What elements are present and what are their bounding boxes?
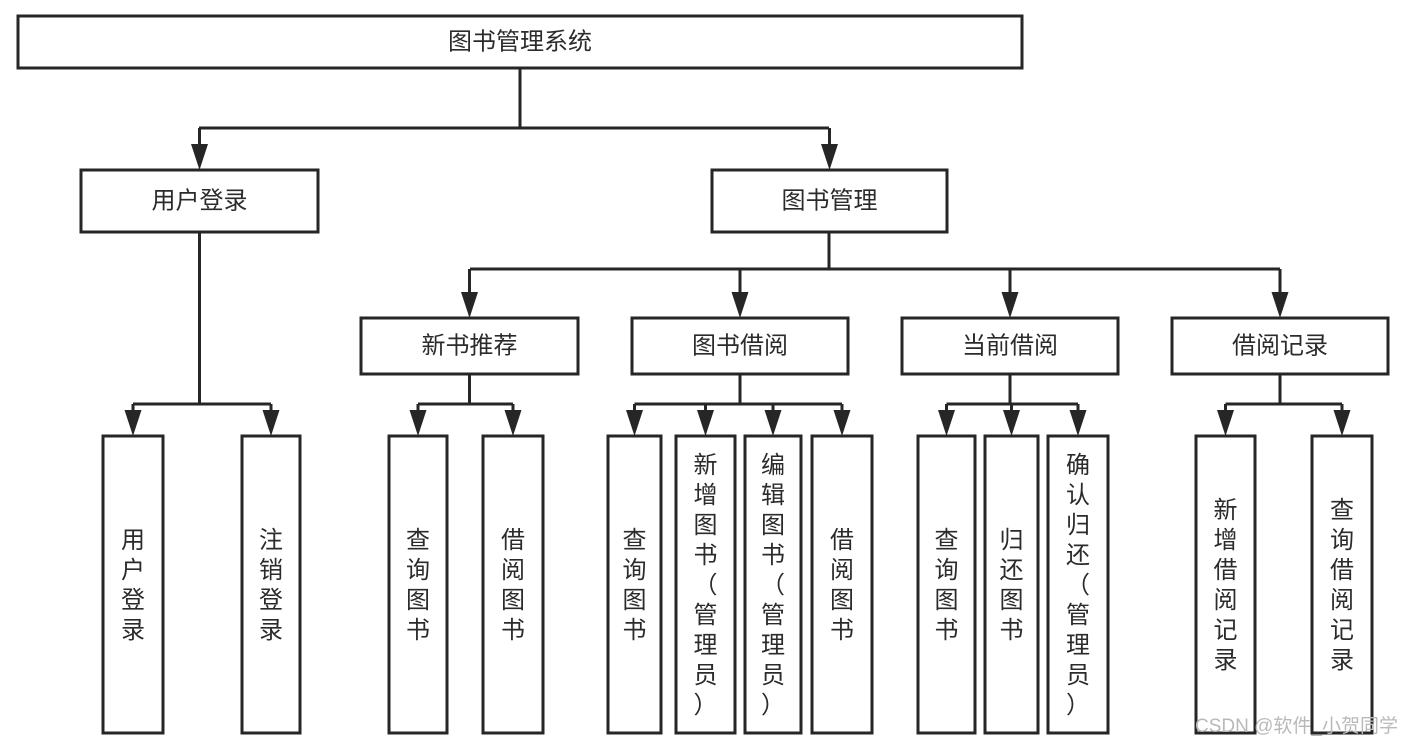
node-label-leaf-query-record: 查询借阅记录 [1330, 497, 1354, 674]
node-label-root: 图书管理系统 [448, 28, 592, 55]
node-label-leaf-confirm-return: 确认归还（管理员） [1066, 452, 1090, 719]
arrow-to-leaf-borrow-book-2-arrowhead [833, 410, 851, 436]
node-box-leaf-edit-book[interactable] [743, 434, 803, 735]
csdn-watermark: CSDN @软件_小贺同学 [1195, 715, 1398, 737]
connector-layer [124, 68, 1351, 436]
node-label-leaf-borrow-book-2: 借阅图书 [830, 527, 854, 644]
node-leaf-confirm-return[interactable]: 确认归还（管理员） [1046, 434, 1110, 735]
node-leaf-edit-book[interactable]: 编辑图书（管理员） [743, 434, 803, 735]
node-leaf-query-record[interactable]: 查询借阅记录 [1310, 434, 1374, 735]
node-label-borrow-record: 借阅记录 [1232, 332, 1328, 359]
node-leaf-add-record[interactable]: 新增借阅记录 [1194, 434, 1257, 735]
node-label-leaf-add-book: 新增图书（管理员） [694, 452, 718, 719]
arrow-to-leaf-user-login-arrowhead [124, 410, 142, 436]
node-leaf-query-book-2[interactable]: 查询图书 [606, 434, 663, 735]
node-book-borrow[interactable]: 图书借阅 [630, 316, 850, 376]
arrow-to-leaf-query-record-arrowhead [1333, 410, 1351, 436]
node-label-user-login: 用户登录 [152, 187, 248, 214]
node-current-borrow[interactable]: 当前借阅 [900, 316, 1120, 376]
node-box-leaf-return-book[interactable] [983, 434, 1040, 735]
node-leaf-borrow-book-1[interactable]: 借阅图书 [481, 434, 545, 735]
arrow-to-leaf-query-book-3-arrowhead [938, 410, 955, 436]
node-box-leaf-user-login[interactable] [101, 434, 165, 735]
arrow-to-current-borrow-arrowhead [1001, 292, 1019, 318]
node-box-user-login[interactable] [79, 168, 320, 234]
node-box-leaf-add-book[interactable] [674, 434, 737, 735]
node-layer: 图书管理系统用户登录图书管理新书推荐图书借阅当前借阅借阅记录用户登录注销登录查询… [16, 14, 1390, 735]
node-leaf-add-book[interactable]: 新增图书（管理员） [674, 434, 737, 735]
arrow-to-borrow-record-arrowhead [1271, 292, 1289, 318]
arrow-to-leaf-return-book-arrowhead [1003, 410, 1020, 436]
node-box-leaf-query-record[interactable] [1310, 434, 1374, 735]
node-box-leaf-confirm-return[interactable] [1046, 434, 1110, 735]
node-leaf-return-book[interactable]: 归还图书 [983, 434, 1040, 735]
node-label-new-book-recommend: 新书推荐 [422, 332, 518, 359]
node-user-login[interactable]: 用户登录 [79, 168, 320, 234]
arrow-to-leaf-add-book-arrowhead [697, 410, 714, 436]
arrow-to-leaf-borrow-book-1-arrowhead [504, 410, 522, 436]
node-box-new-book-recommend[interactable] [359, 316, 580, 376]
node-new-book-recommend[interactable]: 新书推荐 [359, 316, 580, 376]
node-box-leaf-query-book-2[interactable] [606, 434, 663, 735]
arrow-to-new-book-recommend-arrowhead [461, 292, 478, 318]
node-root[interactable]: 图书管理系统 [16, 14, 1024, 70]
node-label-leaf-return-book: 归还图书 [1000, 527, 1024, 644]
node-leaf-logout[interactable]: 注销登录 [240, 434, 302, 735]
node-leaf-user-login[interactable]: 用户登录 [101, 434, 165, 735]
node-leaf-query-book-1[interactable]: 查询图书 [387, 434, 449, 735]
arrow-to-book-management-arrowhead [821, 144, 838, 170]
node-leaf-query-book-3[interactable]: 查询图书 [916, 434, 977, 735]
node-box-leaf-query-book-3[interactable] [916, 434, 977, 735]
node-label-leaf-logout: 注销登录 [259, 527, 283, 644]
node-box-leaf-borrow-book-1[interactable] [481, 434, 545, 735]
node-label-leaf-borrow-book-1: 借阅图书 [501, 527, 525, 644]
arrow-to-leaf-query-book-1-arrowhead [409, 410, 427, 436]
node-box-leaf-logout[interactable] [240, 434, 302, 735]
node-label-leaf-query-book-3: 查询图书 [935, 527, 959, 644]
node-box-leaf-query-book-1[interactable] [387, 434, 449, 735]
node-box-book-management[interactable] [710, 168, 949, 234]
node-label-book-management: 图书管理 [782, 187, 878, 214]
node-label-leaf-add-record: 新增借阅记录 [1214, 497, 1238, 674]
node-label-leaf-query-book-1: 查询图书 [406, 527, 430, 644]
node-box-book-borrow[interactable] [630, 316, 850, 376]
node-box-current-borrow[interactable] [900, 316, 1120, 376]
node-leaf-borrow-book-2[interactable]: 借阅图书 [810, 434, 874, 735]
arrow-to-leaf-edit-book-arrowhead [764, 410, 782, 436]
arrow-to-leaf-logout-arrowhead [262, 410, 280, 436]
node-box-leaf-borrow-book-2[interactable] [810, 434, 874, 735]
arrow-to-leaf-confirm-return-arrowhead [1069, 410, 1087, 436]
arrow-to-book-borrow-arrowhead [731, 292, 749, 318]
node-borrow-record[interactable]: 借阅记录 [1170, 316, 1390, 376]
node-box-leaf-add-record[interactable] [1194, 434, 1257, 735]
node-box-borrow-record[interactable] [1170, 316, 1390, 376]
node-label-current-borrow: 当前借阅 [962, 332, 1058, 359]
node-label-leaf-query-book-2: 查询图书 [623, 527, 647, 644]
arrow-to-leaf-query-book-2-arrowhead [626, 410, 643, 436]
node-book-management[interactable]: 图书管理 [710, 168, 949, 234]
node-label-leaf-edit-book: 编辑图书（管理员） [761, 452, 785, 719]
arrow-to-leaf-add-record-arrowhead [1217, 410, 1234, 436]
node-label-book-borrow: 图书借阅 [692, 332, 788, 359]
node-box-root[interactable] [16, 14, 1024, 70]
arrow-to-user-login-arrowhead [191, 144, 208, 170]
node-label-leaf-user-login: 用户登录 [121, 527, 145, 644]
